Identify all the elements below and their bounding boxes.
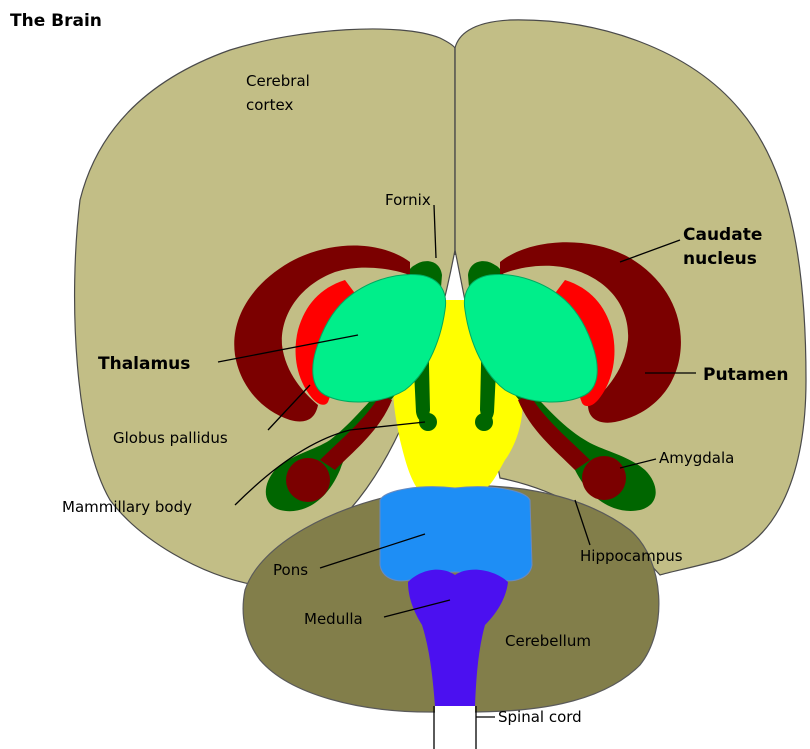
label-putamen: Putamen (703, 365, 789, 385)
label-nucleus: nucleus (683, 249, 757, 269)
right-amygdala (582, 456, 626, 500)
label-mammillary-body: Mammillary body (62, 498, 192, 516)
label-fornix: Fornix (385, 191, 431, 209)
label-medulla: Medulla (304, 610, 363, 628)
label-globus-pallidus: Globus pallidus (113, 429, 228, 447)
pons (380, 487, 532, 581)
left-amygdala (286, 458, 330, 502)
label-pons: Pons (273, 561, 308, 579)
label-cerebral: Cerebral (246, 72, 310, 90)
label-spinal-cord: Spinal cord (498, 708, 582, 726)
label-cerebellum: Cerebellum (505, 632, 591, 650)
spinal-cord (435, 706, 475, 749)
label-cortex: cortex (246, 96, 293, 114)
label-hippocampus: Hippocampus (580, 547, 683, 565)
label-thalamus: Thalamus (98, 354, 190, 374)
label-amygdala: Amygdala (659, 449, 734, 467)
label-caudate: Caudate (683, 225, 762, 245)
diagram-title: The Brain (10, 11, 102, 31)
right-mammillary-body (475, 413, 493, 431)
